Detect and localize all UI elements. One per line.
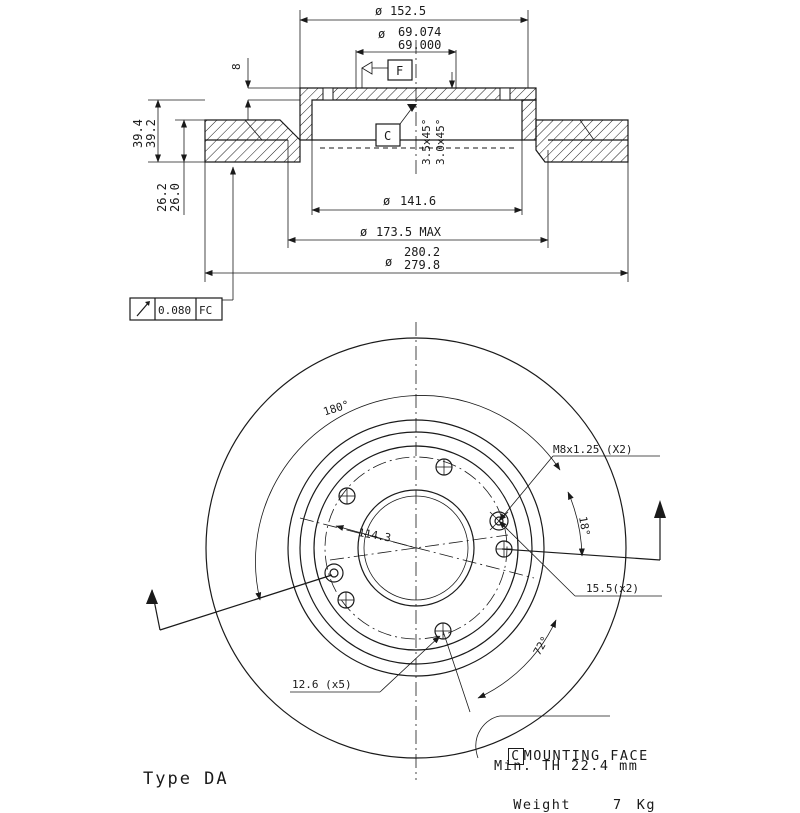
datum-f: F — [396, 64, 403, 78]
ring-right-section — [535, 119, 629, 163]
mounting-face-text: MOUNTING FACE — [523, 748, 649, 764]
weight-value: 7 — [613, 797, 623, 813]
dim-141: 141.6 — [400, 194, 436, 208]
datum-c: C — [384, 129, 391, 143]
type-label: Type DA — [143, 769, 229, 789]
section-view: ø 152.5 ø 69.074 69.000 F 8 39.4 39.2 26… — [129, 4, 629, 321]
dim-thk-min: 26.0 — [168, 183, 182, 212]
bolt-holes — [324, 458, 513, 640]
runout-tolerance-frame: 0.080 FC — [129, 297, 223, 321]
dim-bore-max: 69.074 — [398, 25, 441, 39]
dim-chamfer-b: 3.0x45° — [434, 119, 447, 165]
runout-value: 0.080 — [158, 304, 191, 317]
weight-unit: Kg — [636, 797, 656, 813]
dim-173: 173.5 MAX — [376, 225, 442, 239]
weight-row: Weight 7 Kg — [494, 781, 656, 813]
section-arrow-right — [501, 500, 666, 561]
angle-72: 72° — [531, 634, 552, 658]
dim-outer-hat: 152.5 — [390, 4, 426, 18]
dim-symbol-3: ø — [383, 194, 390, 208]
dim-hat-thickness: 8 — [230, 63, 243, 70]
c-box: C — [508, 748, 524, 765]
dim-280-min: 279.8 — [404, 258, 440, 272]
weight-label: Weight — [513, 797, 572, 813]
runout-symbol-icon — [136, 301, 150, 317]
dim-symbol-2: ø — [378, 27, 385, 41]
front-view: 180° 114.3 M8x1.25 (X2) — [146, 322, 666, 780]
dim-symbol-4: ø — [360, 225, 367, 239]
pcd-label: 114.3 — [357, 526, 392, 545]
hat-right-wall — [521, 99, 537, 141]
dim-bore-min: 69.000 — [398, 38, 441, 52]
dim-symbol-1: ø — [375, 4, 382, 18]
angle-180: 180° — [322, 398, 351, 419]
dim-chamfer-a: 3.5x45° — [420, 119, 433, 165]
hole-155: 15.5(x2) — [586, 582, 639, 595]
thread-label: M8x1.25 (X2) — [553, 443, 632, 456]
hole-126: 12.6 (x5) — [292, 678, 352, 691]
dim-thk-max: 26.2 — [155, 183, 169, 212]
section-arrow-left — [146, 574, 333, 631]
dim-height-max: 39.4 — [131, 119, 145, 148]
dim-height-min: 39.2 — [144, 119, 158, 148]
min-thickness: Min. TH 22.4 mm — [494, 758, 639, 774]
angle-18: 18° — [576, 515, 592, 537]
dim-symbol-5: ø — [385, 255, 392, 269]
dim-280-max: 280.2 — [404, 245, 440, 259]
ring-left-section — [204, 119, 301, 163]
runout-ref: FC — [199, 304, 212, 317]
